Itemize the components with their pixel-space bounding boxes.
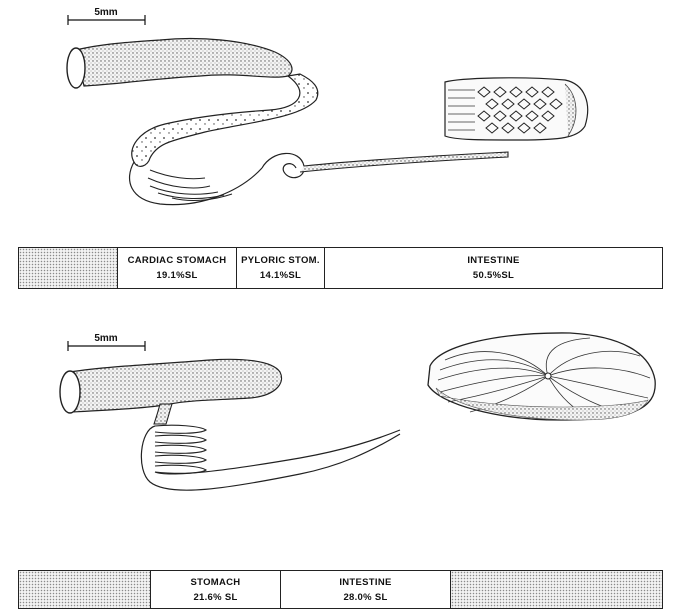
cardiac-stomach-a xyxy=(76,39,292,87)
segment-percent: 50.5%SL xyxy=(473,268,514,283)
segment-esophagus-b xyxy=(19,571,151,608)
stomach-b xyxy=(70,359,282,412)
segment-label: STOMACH xyxy=(191,575,241,590)
intestine-coil-a xyxy=(262,153,304,177)
mouth-opening-a xyxy=(67,48,85,88)
fish-scale-b xyxy=(428,333,655,420)
fish-scale-a xyxy=(445,78,588,140)
segment-stomach-b: STOMACH 21.6% SL xyxy=(151,571,281,608)
segment-intestine-b: INTESTINE 28.0% SL xyxy=(281,571,451,608)
segment-cardiac-stomach-a: CARDIAC STOMACH 19.1%SL xyxy=(118,248,237,288)
segment-label: INTESTINE xyxy=(339,575,391,590)
intestine-a xyxy=(300,152,508,172)
scale-bar-label-b: 5mm xyxy=(94,333,117,344)
segment-percent: 14.1%SL xyxy=(260,268,301,283)
segment-intestine-a: INTESTINE 50.5%SL xyxy=(325,248,662,288)
segment-label: CARDIAC STOMACH xyxy=(128,253,227,268)
pleated-loop-a xyxy=(130,162,262,205)
gut-illustration-a xyxy=(67,39,508,205)
segment-label: INTESTINE xyxy=(467,253,519,268)
segment-pyloric-stomach-a: PYLORIC STOM. 14.1%SL xyxy=(237,248,325,288)
proportion-bar-b: STOMACH 21.6% SL INTESTINE 28.0% SL xyxy=(18,570,663,609)
pyloric-stomach-a xyxy=(132,74,318,166)
scale-bar-a: 5mm xyxy=(68,7,145,25)
proportion-bar-a: CARDIAC STOMACH 19.1%SL PYLORIC STOM. 14… xyxy=(18,247,663,289)
pleats-b xyxy=(155,425,206,473)
segment-esophagus-a xyxy=(19,248,118,288)
segment-label: PYLORIC STOM. xyxy=(241,253,320,268)
scale-bar-b: 5mm xyxy=(68,333,145,351)
gut-illustration-b xyxy=(60,359,400,490)
scale-bar-label-a: 5mm xyxy=(94,7,117,18)
mouth-opening-b xyxy=(60,371,80,413)
segment-percent: 19.1%SL xyxy=(156,268,197,283)
segment-rectum-b xyxy=(451,571,662,608)
segment-percent: 21.6% SL xyxy=(193,590,237,605)
segment-percent: 28.0% SL xyxy=(343,590,387,605)
